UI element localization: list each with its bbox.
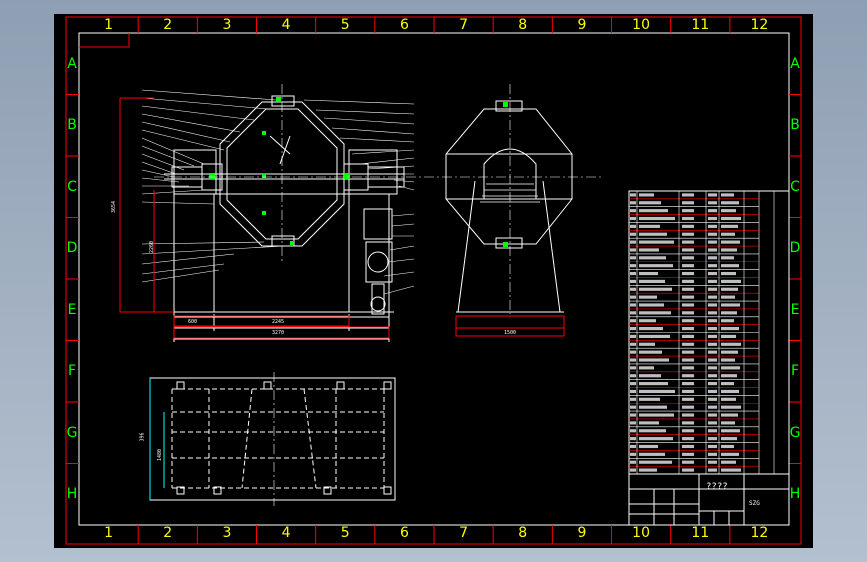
row-label-F: F [790,363,800,380]
side-green-marks [503,102,508,247]
row-label-E: E [790,301,800,318]
front-centerlines [154,84,422,264]
column-label-3: 3 [222,17,232,33]
column-ticks [137,17,731,544]
front-view [141,89,415,342]
column-label-8: 8 [518,17,528,33]
column-label-6: 6 [399,17,409,33]
parts-list [628,190,790,475]
row-label-E: E [67,301,77,318]
row-label-D: D [66,240,78,257]
column-label-12: 12 [750,17,769,33]
column-label-4: 4 [281,525,291,541]
column-label-11: 11 [691,525,710,541]
column-label-5: 5 [340,17,350,33]
dim-front-inner-height: 2260 [149,240,156,254]
column-label-8: 8 [518,525,528,541]
column-label-6: 6 [399,525,409,541]
drawing-code: SZG [749,500,760,507]
column-label-1: 1 [104,525,114,541]
row-label-G: G [66,424,78,441]
row-label-G: G [789,424,801,441]
column-label-1: 1 [104,17,114,33]
dim-front-height: 3654 [111,200,118,214]
column-label-4: 4 [281,17,291,33]
front-green-marks [209,97,350,245]
front-dim-red [119,97,390,339]
side-centerlines [424,84,604,314]
column-label-3: 3 [222,525,232,541]
row-label-F: F [67,363,77,380]
side-dim-red [455,315,565,337]
corner-mark [79,33,130,48]
column-label-12: 12 [750,525,769,541]
column-label-11: 11 [691,17,710,33]
row-label-C: C [67,178,77,195]
dim-plan-outer: 396 [139,432,146,442]
column-label-2: 2 [163,17,173,33]
drawing-title: ???? [706,482,728,492]
dim-front-total: 3270 [272,330,285,336]
row-label-H: H [66,486,78,503]
plan-view [149,377,396,501]
row-label-B: B [67,117,77,134]
dim-plan-inner: 1480 [157,448,164,462]
row-label-B: B [790,117,800,134]
row-label-A: A [67,55,77,72]
plan-dims [149,378,165,500]
side-view [445,100,573,313]
row-label-A: A [790,55,800,72]
row-label-H: H [789,486,801,503]
inner-frame [78,32,790,526]
column-label-10: 10 [632,525,650,541]
dim-front-left: 600 [188,319,198,325]
row-ticks [66,94,801,464]
row-label-C: C [790,178,800,195]
dim-front-body: 2245 [272,319,285,325]
row-label-D: D [789,240,801,257]
column-label-10: 10 [632,17,650,33]
column-label-9: 9 [577,525,587,541]
title-block [628,473,790,526]
drawing-canvas [65,16,802,545]
column-label-2: 2 [163,525,173,541]
column-label-5: 5 [340,525,350,541]
column-label-9: 9 [577,17,587,33]
column-label-7: 7 [459,17,469,33]
dim-side-width: 1500 [504,330,517,336]
column-label-7: 7 [459,525,469,541]
